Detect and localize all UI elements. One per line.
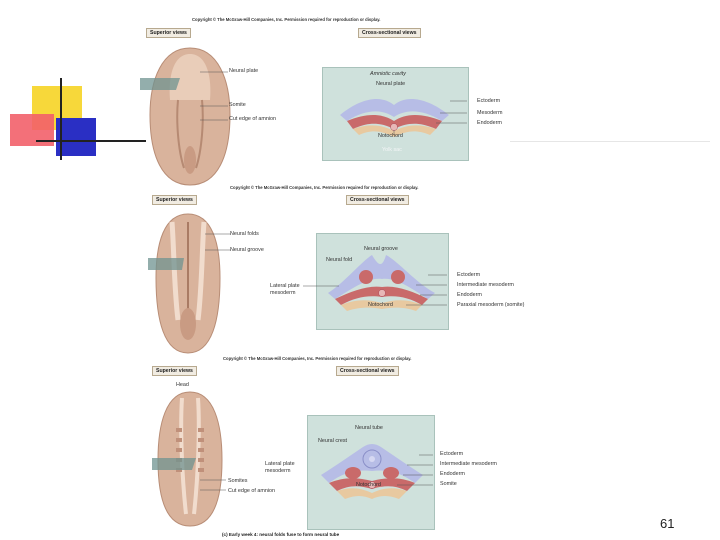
label-cut-edge-amnion: Cut edge of amnion (229, 116, 276, 122)
deco-blue-square (56, 118, 96, 156)
superior-views-header: Superior views (152, 366, 197, 376)
label-intermediate-mesoderm: Intermediate mesoderm (440, 461, 497, 467)
label-leader-lines-3 (200, 476, 230, 496)
label-notochord: Notochord (368, 302, 393, 308)
superior-views-header: Superior views (146, 28, 191, 38)
page-number: 61 (660, 516, 674, 531)
label-leader-lines-2b (303, 282, 343, 294)
label-endoderm: Endoderm (457, 292, 482, 298)
label-neural-plate-cross: Neural plate (376, 81, 405, 87)
cross-sectional-views-header: Cross-sectional views (336, 366, 399, 376)
label-ectoderm: Ectoderm (457, 272, 480, 278)
label-cut-edge-amnion: Cut edge of amnion (228, 488, 275, 494)
deco-vertical-line (60, 78, 62, 160)
label-somites: Somites (228, 478, 247, 484)
label-notochord: Notochord (378, 133, 403, 139)
copyright-notice: Copyright © The McGraw-Hill Companies, I… (230, 185, 418, 190)
label-endoderm: Endoderm (477, 120, 502, 126)
label-yolk-sac: Yolk sac (382, 147, 402, 153)
label-somite: Somite (440, 481, 457, 487)
copyright-notice: Copyright © The McGraw-Hill Companies, I… (192, 17, 380, 22)
superior-views-header: Superior views (152, 195, 197, 205)
label-neural-folds: Neural folds (230, 231, 259, 237)
copyright-notice: Copyright © The McGraw-Hill Companies, I… (223, 356, 411, 361)
label-endoderm: Endoderm (440, 471, 465, 477)
label-neural-tube: Neural tube (355, 425, 383, 431)
cross-section-diagram-3 (307, 415, 433, 528)
embryo-superior-view (152, 388, 228, 530)
label-somite: Somite (229, 102, 246, 108)
label-amniotic-cavity: Amniotic cavity (370, 71, 406, 77)
label-neural-crest: Neural crest (318, 438, 347, 444)
label-neural-fold: Neural fold (326, 257, 352, 263)
label-neural-plate: Neural plate (229, 68, 258, 74)
figure-caption: (c) Early week 4: neural folds fuse to f… (222, 532, 339, 537)
label-neural-groove-cross: Neural groove (364, 246, 398, 252)
cross-sectional-views-header: Cross-sectional views (358, 28, 421, 38)
label-ectoderm: Ectoderm (477, 98, 500, 104)
deco-faint-rule (510, 141, 710, 142)
label-ectoderm: Ectoderm (440, 451, 463, 457)
label-lateral-plate: Lateral plate mesoderm (265, 461, 305, 475)
label-leader-lines-2 (205, 230, 235, 290)
label-paraxial-mesoderm: Paraxial mesoderm (somite) (457, 302, 524, 308)
label-intermediate-mesoderm: Intermediate mesoderm (457, 282, 514, 288)
cross-sectional-views-header: Cross-sectional views (346, 195, 409, 205)
deco-horizontal-line (36, 140, 146, 142)
label-mesoderm: Mesoderm (477, 110, 502, 116)
label-leader-lines-1 (200, 60, 230, 130)
label-neural-groove: Neural groove (230, 247, 264, 253)
label-notochord: Notochord (356, 482, 381, 488)
